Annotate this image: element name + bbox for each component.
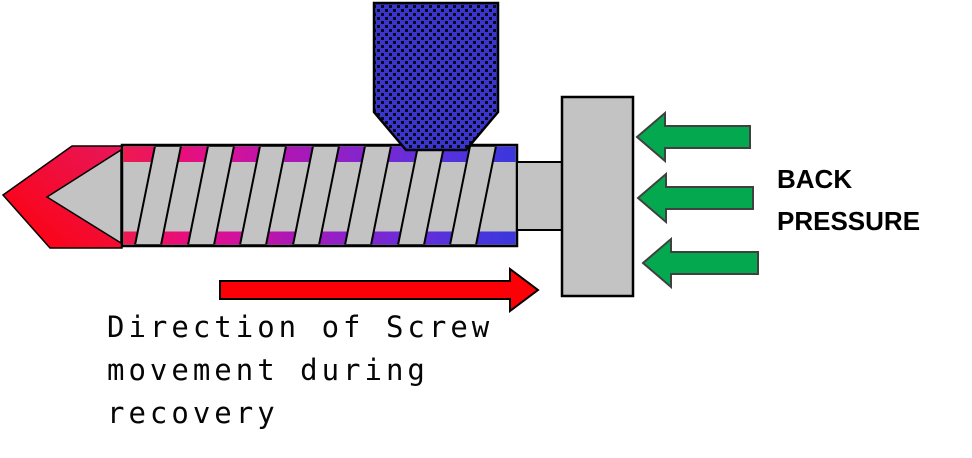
hopper	[372, 1, 500, 152]
screw-flight	[239, 146, 287, 245]
screw-direction-label-line1: Direction of Screw	[107, 310, 494, 344]
screw-direction-label-line3: recovery	[107, 396, 279, 430]
screw-flight	[397, 146, 445, 245]
screw-flight	[292, 146, 340, 245]
screw-shank	[516, 161, 564, 231]
back-pressure-arrow	[636, 171, 754, 225]
screw-flight	[134, 146, 182, 245]
screw-flight	[187, 146, 235, 245]
screw-end-plate	[560, 95, 635, 298]
back-pressure-arrow	[635, 110, 751, 164]
screw-direction-label-line2: movement during	[107, 353, 429, 387]
screw-direction-label: Direction of Screw movement during recov…	[107, 306, 493, 435]
screw-direction-arrow	[219, 267, 540, 313]
back-pressure-arrow	[641, 236, 759, 290]
back-pressure-label-line1: BACK	[777, 164, 853, 194]
back-pressure-label-line2: PRESSURE	[777, 206, 921, 236]
screw-flight	[344, 146, 392, 245]
screw-flight	[449, 146, 497, 245]
back-pressure-label: BACK PRESSURE	[777, 158, 920, 242]
